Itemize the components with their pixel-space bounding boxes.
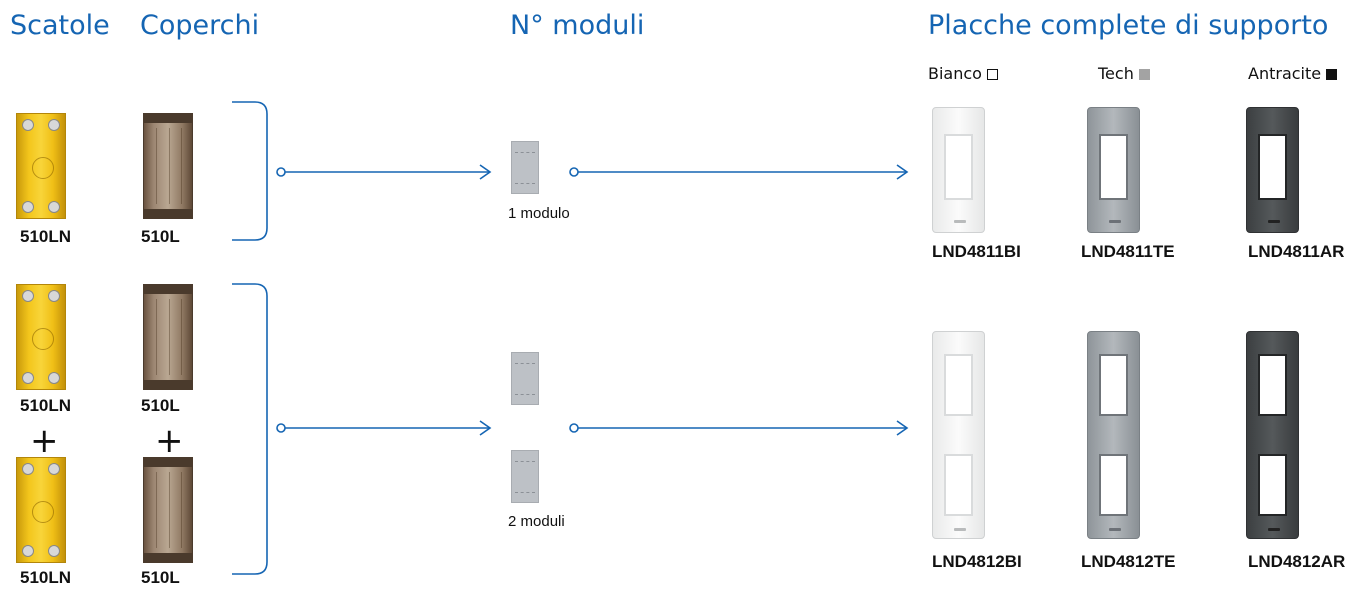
code-lnd4811ar: LND4811AR <box>1248 242 1345 261</box>
code-lnd4811te: LND4811TE <box>1081 242 1175 261</box>
plate-antracite-2m <box>1246 331 1299 539</box>
plate-bianco-2m <box>932 331 985 539</box>
heading-placche: Placche complete di supporto <box>928 10 1329 41</box>
code-510ln-row1: 510LN <box>20 227 72 246</box>
color-label-bianco: Bianco <box>928 64 998 84</box>
code-510l-row1: 510L <box>141 227 180 246</box>
plate-antracite-1m <box>1246 107 1299 233</box>
code-lnd4812bi: LND4812BI <box>932 552 1022 571</box>
heading-coperchi: Coperchi <box>140 10 260 41</box>
brown-cover-image-row2-top <box>143 284 193 390</box>
heading-moduli: N° moduli <box>510 10 645 41</box>
code-510l-row2-bottom: 510L <box>141 568 180 587</box>
code-lnd4812te: LND4812TE <box>1081 552 1176 571</box>
module-image-row2-top <box>511 352 539 405</box>
code-510ln-row2-top: 510LN <box>20 396 72 415</box>
brown-cover-image-row1 <box>143 113 193 219</box>
arrowhead-row1-right <box>896 164 909 180</box>
bracket-row2 <box>232 283 268 575</box>
plus-sign-coperchi: + <box>155 421 184 461</box>
module-image-row2-bottom <box>511 450 539 503</box>
color-label-tech: Tech <box>1098 64 1150 84</box>
node-row2-left <box>276 423 286 433</box>
yellow-box-image-row1 <box>16 113 66 219</box>
plate-tech-1m <box>1087 107 1140 233</box>
plate-bianco-1m <box>932 107 985 233</box>
color-label-antracite: Antracite <box>1248 64 1338 84</box>
node-row1-left <box>276 167 286 177</box>
code-510ln-row2-bottom: 510LN <box>20 568 72 587</box>
color-name-tech: Tech <box>1098 64 1134 83</box>
node-row2-right <box>569 423 579 433</box>
white-square-icon <box>986 69 998 80</box>
plus-sign-scatole: + <box>30 421 59 461</box>
bracket-row1 <box>232 101 268 241</box>
code-lnd4811bi: LND4811BI <box>932 242 1021 261</box>
module-image-row1 <box>511 141 539 194</box>
grey-square-icon <box>1138 69 1150 80</box>
caption-2-moduli: 2 moduli <box>508 513 565 530</box>
yellow-box-image-row2-bottom <box>16 457 66 563</box>
arrowhead-row1-left <box>479 164 492 180</box>
heading-scatole: Scatole <box>10 10 110 41</box>
code-510l-row2-top: 510L <box>141 396 180 415</box>
caption-1-modulo: 1 modulo <box>508 205 570 222</box>
arrowhead-row2-left <box>479 420 492 436</box>
code-lnd4812ar: LND4812AR <box>1248 552 1346 571</box>
color-name-bianco: Bianco <box>928 64 982 83</box>
arrowhead-row2-right <box>896 420 909 436</box>
yellow-box-image-row2-top <box>16 284 66 390</box>
brown-cover-image-row2-bottom <box>143 457 193 563</box>
node-row1-right <box>569 167 579 177</box>
black-square-icon <box>1326 69 1338 80</box>
color-name-antracite: Antracite <box>1248 64 1322 83</box>
plate-tech-2m <box>1087 331 1140 539</box>
